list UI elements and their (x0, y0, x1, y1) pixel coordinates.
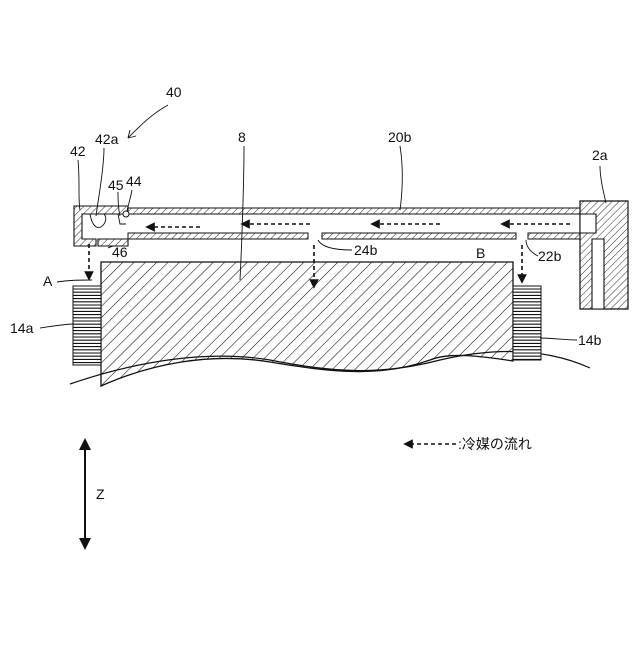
label-42a: 42a (95, 131, 119, 147)
coil-14a (73, 286, 101, 365)
block-8 (101, 262, 513, 386)
label-8: 8 (238, 129, 246, 145)
leader-14b (540, 338, 577, 340)
channel-lower-plate-right (528, 233, 580, 239)
leader-42 (78, 160, 80, 210)
channel-lower-plate-left (128, 233, 308, 239)
leader-24b (318, 240, 352, 250)
label-42: 42 (70, 143, 86, 159)
label-24b: 24b (354, 242, 378, 258)
channel-upper-plate (128, 208, 580, 214)
label-a: A (43, 273, 53, 289)
label-14b: 14b (578, 332, 602, 348)
label-22b: 22b (538, 248, 562, 264)
leader-a (57, 280, 92, 282)
block-2a-slot (592, 239, 604, 309)
label-45: 45 (108, 177, 124, 193)
label-14a: 14a (10, 320, 34, 336)
label-2a: 2a (592, 147, 608, 163)
label-40: 40 (166, 84, 182, 100)
leader-20b (400, 146, 402, 210)
valve-44 (123, 211, 129, 217)
leader-40 (128, 105, 168, 138)
channel-lower-plate-mid (322, 233, 516, 239)
legend-label: :冷媒の流れ (458, 436, 532, 452)
label-b: B (476, 245, 485, 261)
cavity-42a (90, 214, 106, 228)
z-axis-label: Z (96, 486, 105, 502)
block-2a-inner-step (580, 214, 596, 233)
coil-14b (513, 286, 541, 360)
leader-14a (40, 324, 74, 328)
label-44: 44 (126, 173, 142, 189)
label-20b: 20b (388, 129, 412, 145)
leader-22b (526, 240, 538, 256)
label-46: 46 (112, 244, 128, 260)
leader-2a (600, 166, 606, 203)
